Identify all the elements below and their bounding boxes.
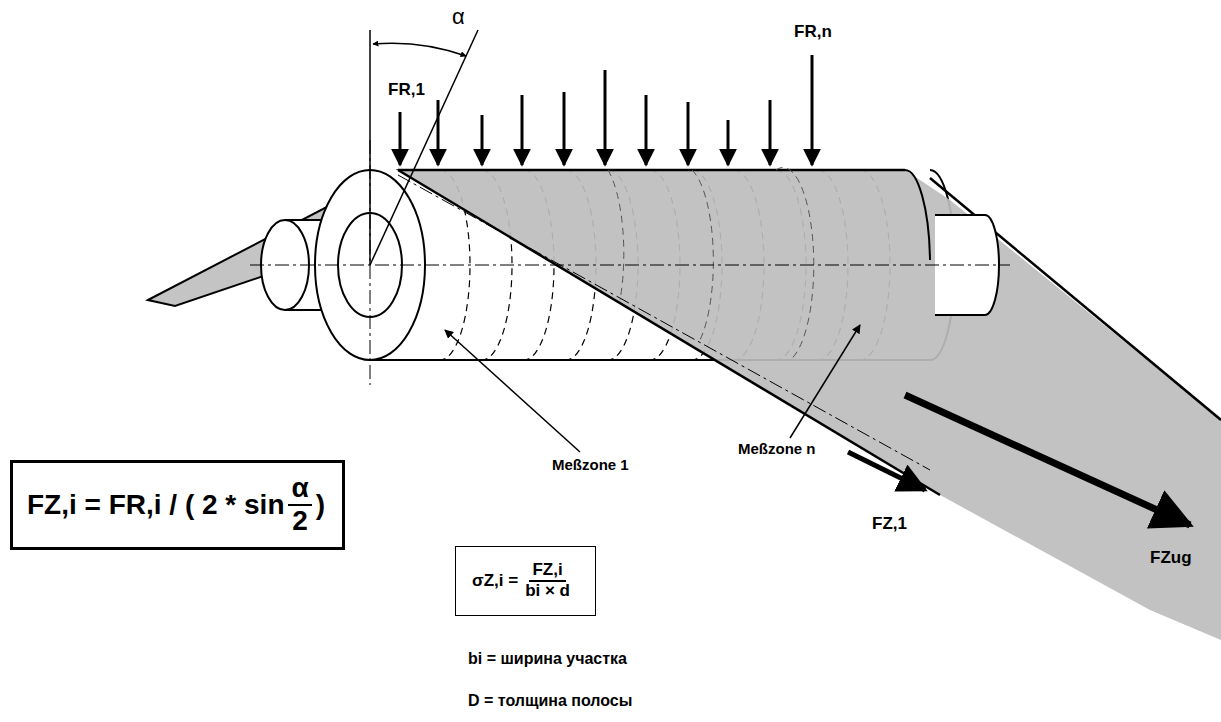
formula-text: FZ,i xyxy=(529,561,565,582)
fraction: α2 xyxy=(288,473,311,537)
formula-text: α xyxy=(288,473,311,506)
zone-label: Meßzone 1 xyxy=(552,456,629,473)
force-label: FZ,1 xyxy=(872,514,907,534)
radial-force-arrows xyxy=(400,55,812,165)
force-label: FZug xyxy=(1150,548,1192,568)
formula-text: σZ,i = xyxy=(472,571,518,590)
formula-box: σZ,i =FZ,ibi × d xyxy=(455,546,596,616)
force-label: FR,n xyxy=(794,22,832,42)
angle-label: α xyxy=(452,4,465,30)
formula-text: ) xyxy=(316,489,325,520)
formula-part: σZ,i = xyxy=(472,571,518,591)
fraction: FZ,ibi × d xyxy=(522,561,573,600)
formula-text: FZ,i = FR,i / ( 2 * sin xyxy=(27,489,284,520)
strip-edge xyxy=(930,178,1221,420)
strip-edge xyxy=(398,170,940,495)
zone-label: Meßzone n xyxy=(738,440,816,457)
total-tension-arrow xyxy=(905,395,1190,525)
formula-box: FZ,i = FR,i / ( 2 * sinα2) xyxy=(10,460,345,550)
strip-tension-arrow xyxy=(848,452,925,490)
formula-text: bi × d xyxy=(522,582,573,601)
formula-text: 2 xyxy=(289,506,311,537)
center-line xyxy=(250,140,1010,470)
angle-alpha xyxy=(370,30,478,265)
leader-line xyxy=(445,325,860,452)
formula-part: FZ,i = FR,i / ( 2 * sin xyxy=(27,489,284,521)
legend-note: bi = ширина участка xyxy=(468,650,627,668)
force-label: FR,1 xyxy=(388,80,425,100)
formula-part: ) xyxy=(316,489,325,521)
strip xyxy=(398,170,1221,640)
legend-note: D = толщина полосы xyxy=(468,692,632,710)
